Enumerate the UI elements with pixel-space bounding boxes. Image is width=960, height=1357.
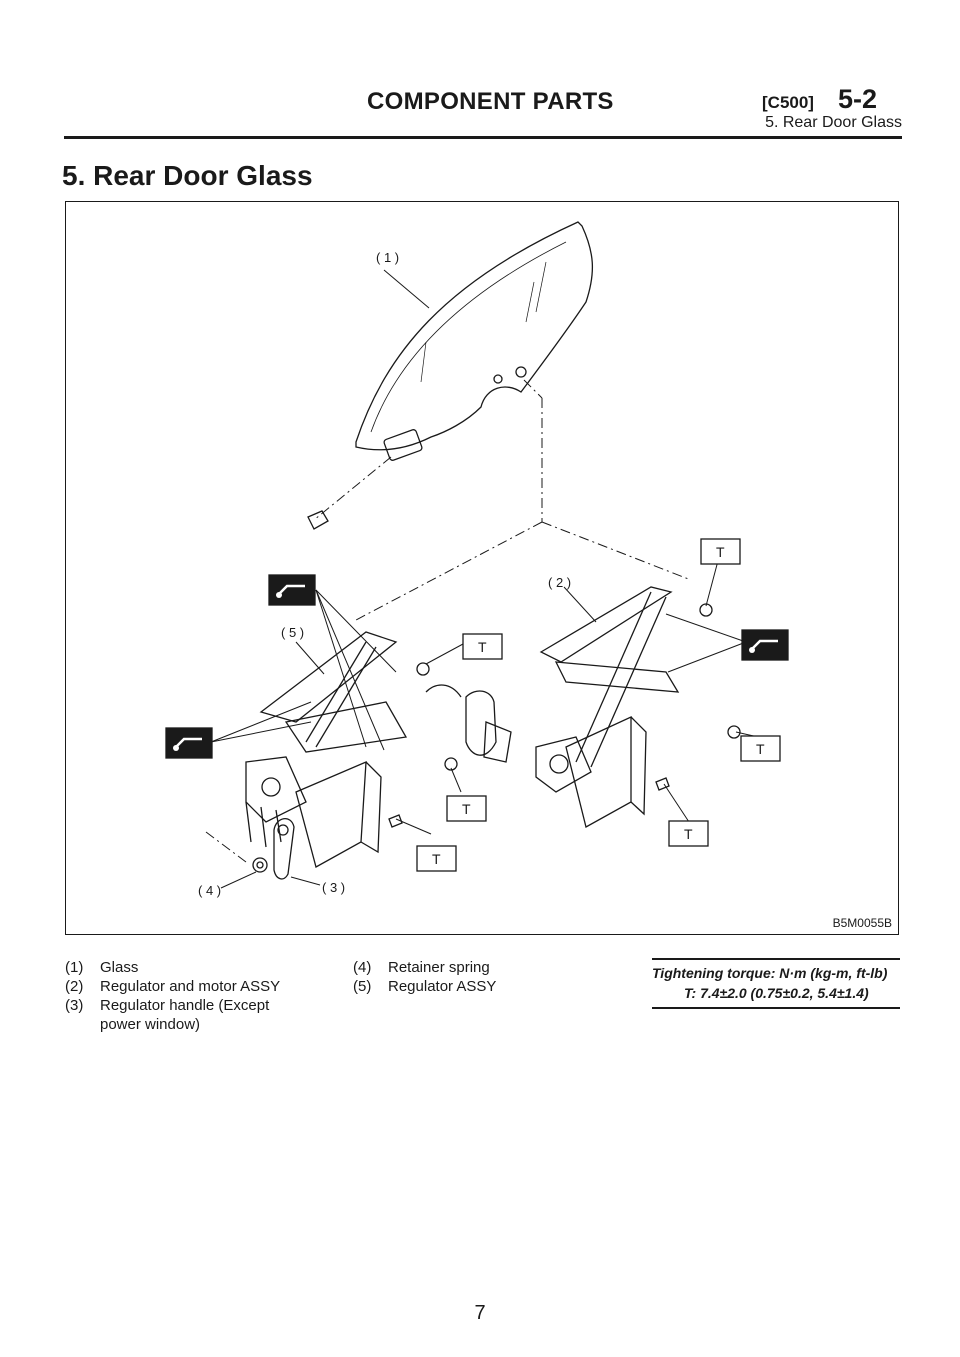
grease-icon xyxy=(165,727,213,759)
grease-icon xyxy=(268,574,316,606)
callout-3: ( 3 ) xyxy=(322,880,345,895)
legend-item: (2) Regulator and motor ASSY xyxy=(65,977,300,996)
legend-text: Regulator ASSY xyxy=(388,978,497,995)
header-code: [C500] xyxy=(762,93,814,112)
callout-5: ( 5 ) xyxy=(281,625,304,640)
legend-text: Glass xyxy=(100,959,139,976)
legend-num: (3) xyxy=(65,997,84,1014)
torque-marker: T xyxy=(432,851,441,867)
legend-num: (4) xyxy=(353,959,372,976)
legend-item: (1) Glass xyxy=(65,958,300,977)
torque-box xyxy=(446,795,487,822)
legend-text: Retainer spring xyxy=(388,959,490,976)
legend-text: Regulator handle (Except power window) xyxy=(100,997,270,1033)
clip-part xyxy=(307,510,329,530)
torque-box xyxy=(668,820,709,847)
legend-num: (5) xyxy=(353,978,372,995)
figure-code: B5M0055B xyxy=(832,916,892,930)
regulator-motor-drawing xyxy=(425,586,680,828)
torque-box xyxy=(740,735,781,762)
fasteners xyxy=(388,603,741,828)
torque-marker: T xyxy=(478,639,487,655)
header-subtitle: 5. Rear Door Glass xyxy=(765,114,902,131)
regulator-assy-drawing xyxy=(245,631,408,868)
legend-item: (5) Regulator ASSY xyxy=(353,977,588,996)
header-section-title: COMPONENT PARTS xyxy=(367,88,614,115)
callout-2: ( 2 ) xyxy=(548,575,571,590)
page-title: 5. Rear Door Glass xyxy=(62,160,313,191)
glass-drawing xyxy=(355,221,594,461)
grease-icon xyxy=(741,629,789,661)
legend-column-1: (1) Glass (2) Regulator and motor ASSY (… xyxy=(65,958,300,1034)
torque-marker: T xyxy=(756,741,765,757)
legend-item: (4) Retainer spring xyxy=(353,958,588,977)
header-chapter: 5-2 xyxy=(838,84,878,114)
legend-column-2: (4) Retainer spring (5) Regulator ASSY xyxy=(353,958,588,996)
torque-marker: T xyxy=(684,826,693,842)
legend-text: Regulator and motor ASSY xyxy=(100,978,281,995)
header-rule xyxy=(64,136,902,139)
torque-box xyxy=(416,845,457,872)
exploded-diagram: T T T T T T ( 1 ) ( 2 ) ( 5 ) ( 4 ) ( 3 … xyxy=(165,221,789,898)
legend-num: (2) xyxy=(65,978,84,995)
torque-spec-box: Tightening torque: N·m (kg-m, ft-lb) T: … xyxy=(652,958,900,1009)
torque-value: T: 7.4±2.0 (0.75±0.2, 5.4±1.4) xyxy=(684,985,869,1001)
torque-marker: T xyxy=(716,544,725,560)
callout-4: ( 4 ) xyxy=(198,883,221,898)
torque-box xyxy=(700,538,741,565)
legend-item: (3) Regulator handle (Except power windo… xyxy=(65,996,300,1034)
handle-drawing xyxy=(252,818,295,880)
assembly-lines xyxy=(205,379,692,863)
figure-frame: T T T T T T ( 1 ) ( 2 ) ( 5 ) ( 4 ) ( 3 … xyxy=(65,201,899,935)
torque-marker: T xyxy=(462,801,471,817)
legend-num: (1) xyxy=(65,959,84,976)
torque-heading: Tightening torque: N·m (kg-m, ft-lb) xyxy=(652,965,888,981)
page-number: 7 xyxy=(474,1302,486,1324)
callout-1: ( 1 ) xyxy=(376,250,399,265)
torque-box xyxy=(462,633,503,660)
leader-lines xyxy=(210,269,759,889)
